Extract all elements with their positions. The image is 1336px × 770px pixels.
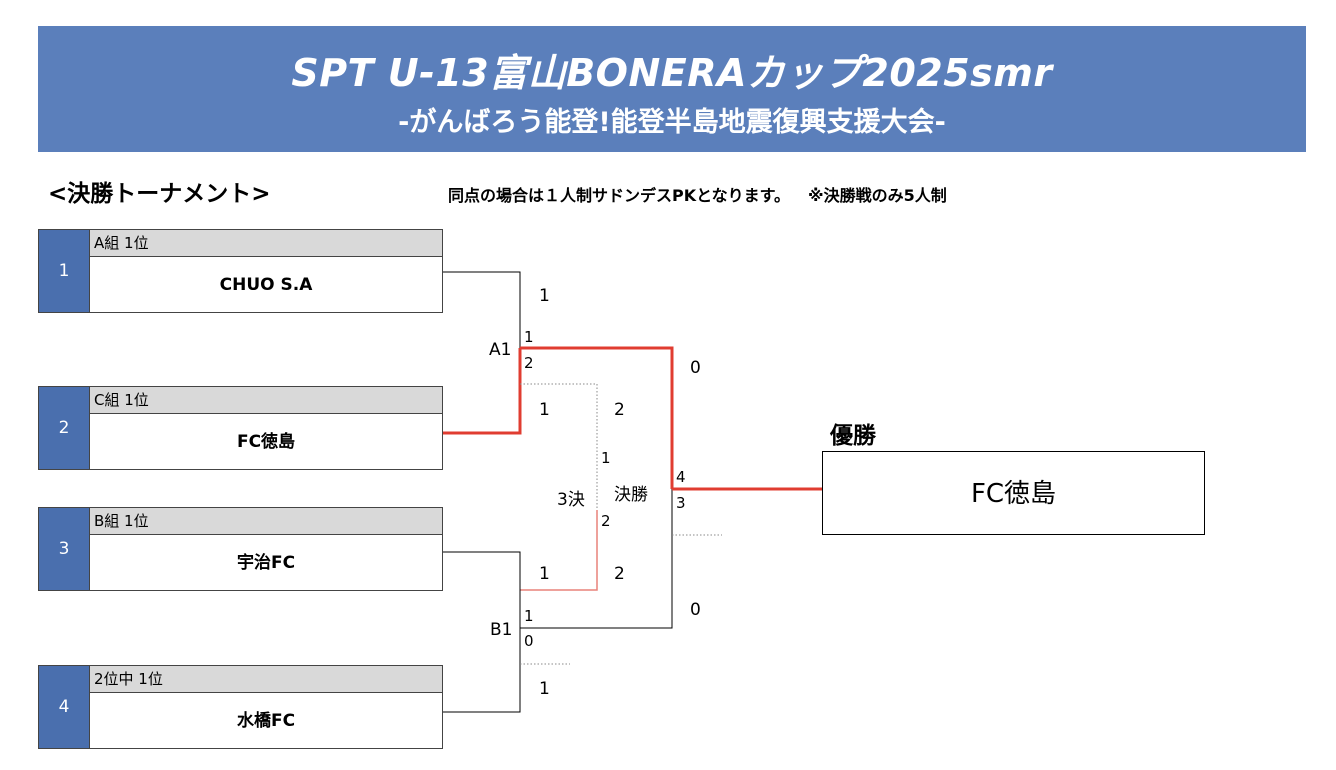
team-card-3: 3 B組 1位 宇治FC bbox=[38, 507, 443, 591]
champion-name: FC徳島 bbox=[970, 479, 1057, 509]
final-pk-top: 4 bbox=[676, 468, 686, 486]
a1-pk-top: 1 bbox=[524, 328, 534, 346]
team-name: 水橋FC bbox=[90, 693, 443, 749]
final-pk-bottom: 3 bbox=[676, 494, 686, 512]
third-score-bottom: 2 bbox=[614, 564, 625, 584]
final-pk-rule: ※決勝戦のみ5人制 bbox=[808, 186, 947, 205]
line-team3 bbox=[443, 551, 521, 628]
a1-score-bottom: 1 bbox=[539, 400, 550, 420]
team-card-2: 2 C組 1位 FC徳島 bbox=[38, 386, 443, 470]
seed-number: 4 bbox=[38, 665, 90, 749]
title-main: SPT U-13富山BONERAカップ2025smr bbox=[291, 51, 1053, 95]
b1-label: B1 bbox=[490, 620, 513, 640]
a1-label: A1 bbox=[489, 340, 512, 360]
group-rank: 2位中 1位 bbox=[90, 665, 443, 693]
team-card-4: 4 2位中 1位 水橋FC bbox=[38, 665, 443, 749]
third-pk-bottom: 2 bbox=[601, 512, 611, 530]
team-card-1: 1 A組 1位 CHUO S.A bbox=[38, 229, 443, 313]
final-label: 決勝 bbox=[614, 485, 648, 505]
b1-score-bottom: 1 bbox=[539, 679, 550, 699]
third-label: 3決 bbox=[557, 490, 585, 510]
third-pk-top: 1 bbox=[601, 449, 611, 467]
tiebreak-rule: 同点の場合は１人制サドンデスPKとなります。 bbox=[448, 186, 791, 205]
line-team4 bbox=[443, 628, 521, 713]
a1-pk-bottom: 2 bbox=[524, 354, 534, 372]
team-name: 宇治FC bbox=[90, 535, 443, 591]
seed-number: 2 bbox=[38, 386, 90, 470]
section-title: <決勝トーナメント> bbox=[48, 181, 271, 207]
b1-pk-top: 1 bbox=[524, 607, 534, 625]
seed-number: 3 bbox=[38, 507, 90, 591]
seed-number: 1 bbox=[38, 229, 90, 313]
title-banner: SPT U-13富山BONERAカップ2025smr -がんばろう能登!能登半島… bbox=[38, 26, 1306, 152]
team-name: CHUO S.A bbox=[90, 257, 443, 313]
team-name: FC徳島 bbox=[90, 414, 443, 470]
tiebreak-note: 同点の場合は１人制サドンデスPKとなります。 ※決勝戦のみ5人制 bbox=[448, 182, 947, 206]
line-b1-to-final bbox=[520, 489, 673, 629]
third-score-top: 2 bbox=[614, 400, 625, 420]
final-score-top: 0 bbox=[690, 358, 701, 378]
champion-label: 優勝 bbox=[830, 423, 876, 449]
group-rank: A組 1位 bbox=[90, 229, 443, 257]
line-a1-to-final bbox=[520, 346, 674, 489]
title-sub: -がんばろう能登!能登半島地震復興支援大会- bbox=[398, 107, 946, 138]
line-a1-to-third bbox=[520, 383, 598, 510]
b1-score-top: 1 bbox=[539, 564, 550, 584]
champion-box: FC徳島 bbox=[822, 451, 1205, 535]
line-team1 bbox=[443, 271, 521, 348]
a1-score-top: 1 bbox=[539, 286, 550, 306]
group-rank: C組 1位 bbox=[90, 386, 443, 414]
final-score-bottom: 0 bbox=[690, 600, 701, 620]
line-team2-winner bbox=[443, 348, 522, 435]
line-b1-to-third bbox=[520, 510, 598, 591]
b1-pk-bottom: 0 bbox=[524, 632, 534, 650]
group-rank: B組 1位 bbox=[90, 507, 443, 535]
